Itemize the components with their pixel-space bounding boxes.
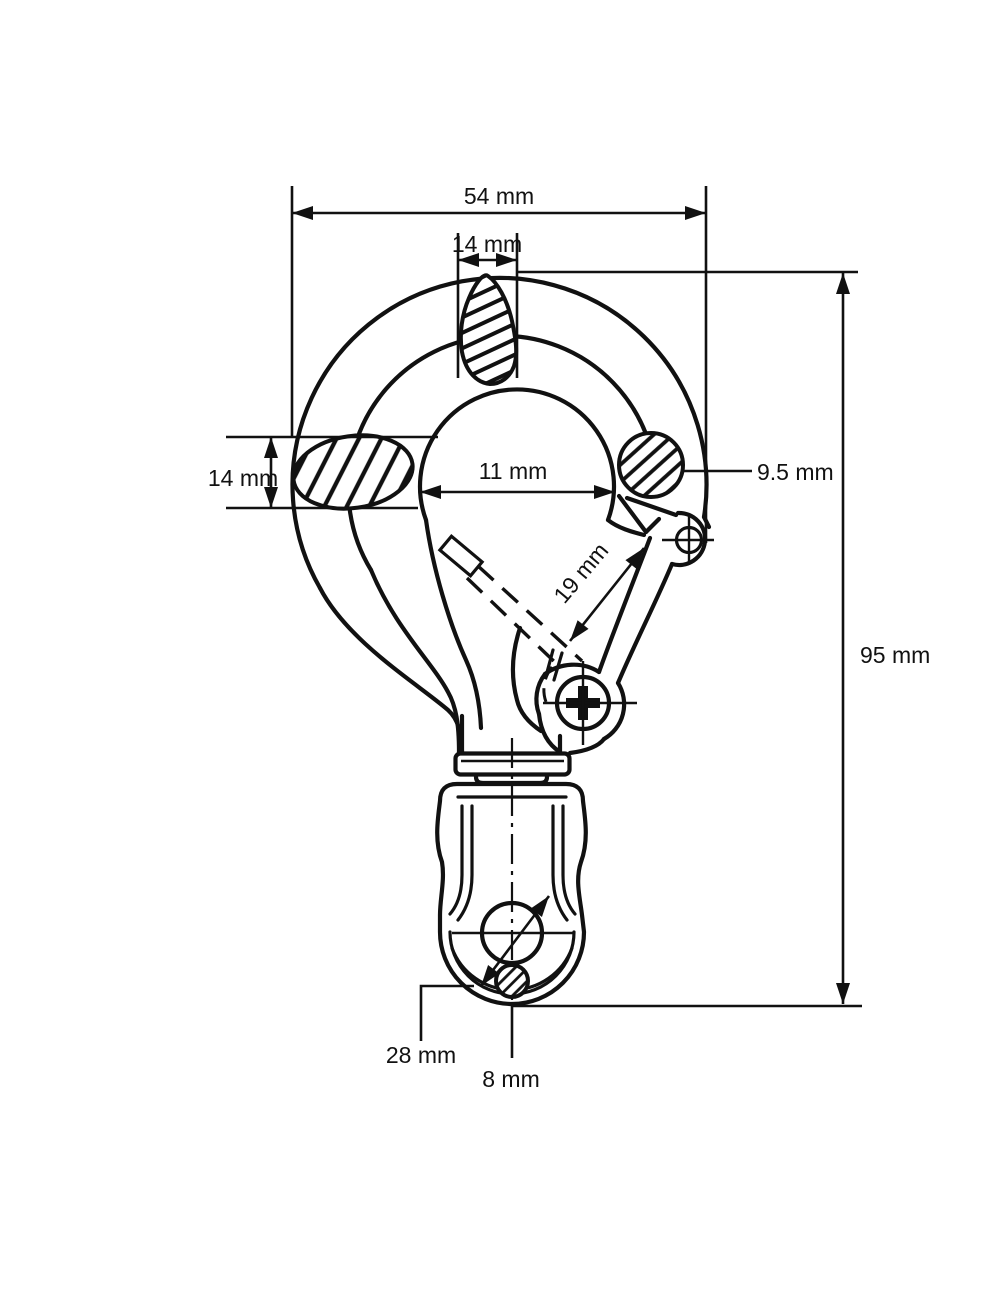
phantom-latch-end-cap [437, 533, 485, 579]
latch-spring-pivot [543, 661, 637, 745]
grip-inner-wall-right-1 [561, 804, 577, 916]
tip-notch-left [616, 493, 649, 535]
cross-sections [291, 273, 685, 999]
dim-overall-height: 95 mm [512, 270, 930, 1008]
grip-outer-profile [435, 781, 588, 1007]
grip-inner-wall-right-2 [551, 804, 569, 922]
dim-eye-bar-diameter: 8 mm [482, 1006, 540, 1092]
bowl-inner-left-curve [423, 517, 484, 731]
tip-cross-section [617, 431, 685, 499]
dim-overall-width: 54 mm [290, 183, 708, 543]
grip-inner-wall-left-1 [448, 804, 464, 916]
phantom-latch-upper-edge [476, 564, 584, 663]
dim-label-left-section-height: 14 mm [208, 465, 278, 491]
top-body-cross-section [458, 273, 519, 387]
latch-spring-line-1 [544, 648, 555, 678]
dim-label-top-section-width: 14 mm [452, 231, 522, 257]
dim-label-throat-opening: 11 mm [479, 458, 548, 484]
latch-assembly [534, 513, 714, 756]
dim-label-overall-height: 95 mm [860, 642, 930, 668]
tip-notch-v [643, 516, 662, 535]
dim-top-section-width: 14 mm [452, 231, 522, 378]
housing-to-collar [567, 736, 607, 756]
phantom-latch-lower-edge [465, 576, 563, 670]
left-body-cross-section [291, 433, 415, 511]
housing-bottom-left [536, 711, 563, 755]
latch-spring-line-2 [552, 651, 564, 682]
bowl-inner-right-curve [510, 625, 544, 734]
dim-label-tip-diameter: 9.5 mm [757, 459, 834, 485]
dim-left-section-height: 14 mm [208, 435, 438, 510]
eye-bar-cross-section [494, 963, 530, 999]
phantom-swing-arc [542, 666, 554, 703]
dim-tip-diameter: 9.5 mm [684, 459, 834, 485]
grip-inner-wall-left-2 [456, 804, 474, 922]
leader-line [419, 984, 474, 1041]
tip-seat-edge [624, 495, 679, 518]
hook-inner-edge-left-curve [368, 567, 462, 755]
hook-tip-inner-edge [605, 517, 647, 538]
housing-right-arc [601, 680, 627, 742]
latch-bar-right-edge [615, 561, 675, 686]
dim-eye-outer-diameter: 28 mm [386, 984, 474, 1068]
housing-top-edge [542, 662, 602, 677]
dim-label-overall-width: 54 mm [464, 183, 534, 209]
dim-throat-opening: 11 mm [420, 458, 615, 499]
housing-left-arc [534, 671, 548, 717]
eye-diameter-arrow [479, 895, 551, 987]
dimension-line [568, 547, 646, 642]
dim-label-eye-outer-diameter: 28 mm [386, 1042, 456, 1068]
latch-open-phantom [437, 533, 584, 703]
hook-throat-arc [417, 387, 617, 523]
dim-label-eye-bar-diameter: 8 mm [482, 1066, 540, 1092]
